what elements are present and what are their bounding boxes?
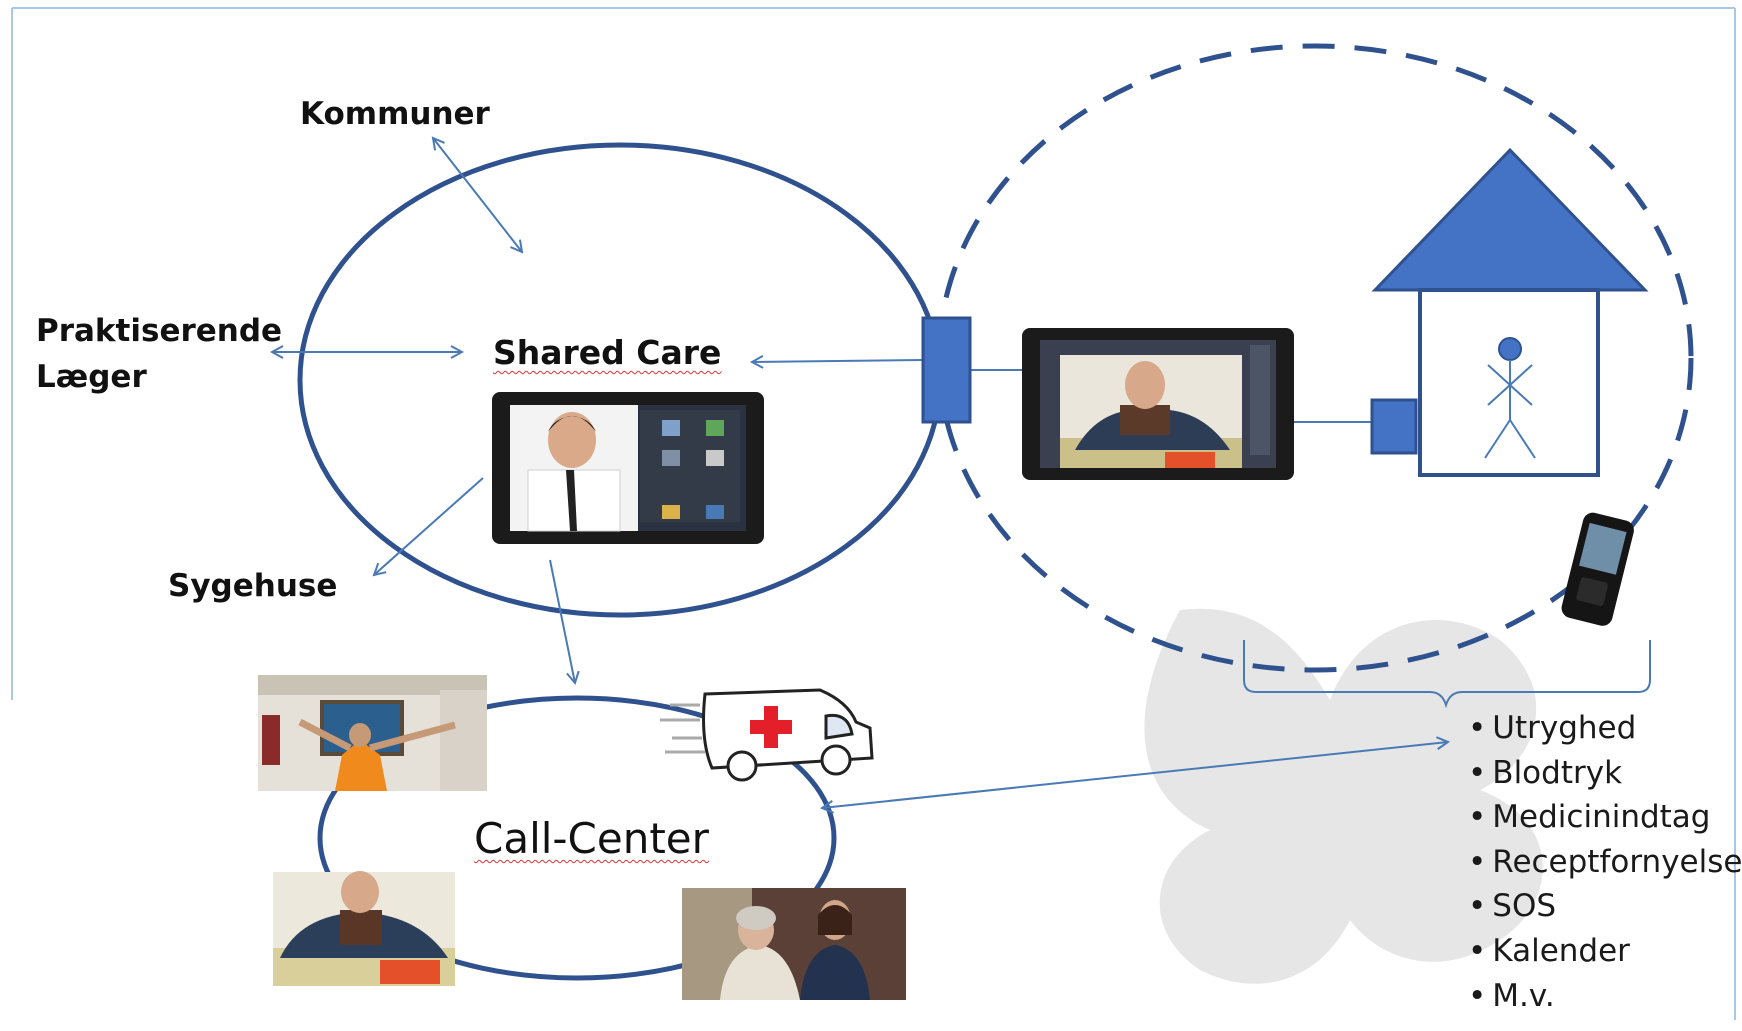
list-item: Receptfornyelse <box>1468 840 1742 885</box>
call-center-ellipse <box>317 695 837 981</box>
list-item: Utryghed <box>1468 706 1742 751</box>
photo-elderly-man <box>273 871 455 986</box>
photo-carer <box>682 888 906 1000</box>
gateway-box <box>921 316 972 424</box>
list-item: Medicinindtag <box>1468 795 1742 840</box>
person-icon <box>1484 337 1536 459</box>
label-call-center: Call-Center <box>474 814 709 863</box>
list-item: M.v. <box>1468 974 1742 1019</box>
label-kommuner: Kommuner <box>300 96 490 132</box>
home-dashed-ellipse <box>936 43 1694 673</box>
house-icon <box>1370 147 1649 477</box>
label-shared-care: Shared Care <box>493 333 722 372</box>
label-praktiserende: Praktiserende <box>36 313 283 349</box>
arrow-call-center-home <box>822 742 1448 808</box>
list-item: Kalender <box>1468 929 1742 974</box>
photo-exercise <box>258 675 487 791</box>
ambulance-icon <box>660 688 874 782</box>
shared-care-ellipse <box>297 142 943 618</box>
home-tablet-icon <box>1022 328 1294 480</box>
arrow-to-call-center <box>549 559 575 683</box>
home-bracket <box>1243 640 1651 709</box>
mobile-phone-icon <box>1561 512 1634 626</box>
list-item: Blodtryk <box>1468 751 1742 796</box>
home-needs-list: Utryghed Blodtryk Medicinindtag Receptfo… <box>1468 706 1742 1018</box>
label-laeger: Læger <box>36 359 147 395</box>
tablet-icon <box>492 392 764 544</box>
arrow-sygehuse <box>374 477 484 575</box>
arrow-to-shared-care <box>752 360 923 362</box>
arrow-kommuner <box>433 138 522 252</box>
label-sygehuse: Sygehuse <box>168 568 338 604</box>
list-item: SOS <box>1468 884 1742 929</box>
